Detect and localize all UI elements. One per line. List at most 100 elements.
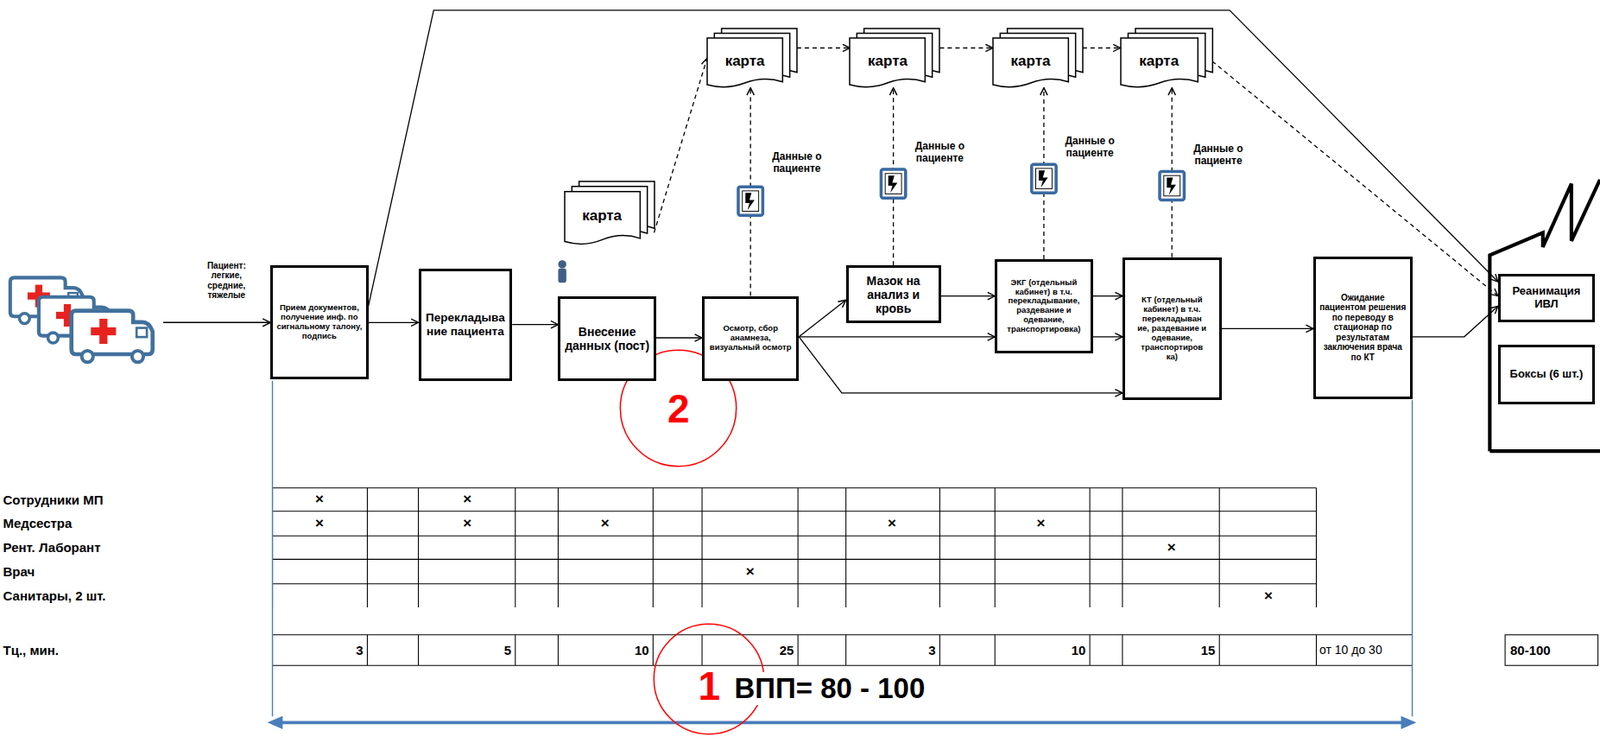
arrow-head <box>1401 715 1417 729</box>
staff-table-grid <box>272 487 1317 608</box>
node-text: ЭКГ (отдельный кабинет) в т.ч. переклады… <box>1000 278 1087 336</box>
node-text: карта <box>581 207 622 225</box>
time-cell <box>1505 634 1599 665</box>
process-arrow <box>798 299 846 337</box>
node-text: Ожидание пациентом решения по переводу в… <box>1319 292 1407 363</box>
row-label: Сотрудники МП <box>3 492 104 507</box>
document-stack: карта <box>1120 28 1213 89</box>
electronic-data-icon <box>738 186 763 216</box>
document-stack: карта <box>564 181 655 245</box>
node-text: Боксы (6 шт.) <box>1510 367 1584 381</box>
factory-outline <box>1489 179 1600 451</box>
process-box: КТ (отдельный кабинет) в т.ч. перекладыв… <box>1122 257 1222 400</box>
document-page <box>849 37 925 88</box>
time-row-grid <box>272 634 1413 665</box>
node-text: карта <box>725 52 766 70</box>
data-flow-arrow <box>796 47 850 49</box>
operator-body <box>557 268 566 284</box>
ambulance-icon <box>71 310 153 363</box>
operator-head <box>557 259 566 268</box>
node-text: карта <box>867 52 908 70</box>
edge-label: Данные о пациенте <box>903 140 976 165</box>
row-label: Санитары, 2 шт. <box>3 588 107 603</box>
document-stack: карта <box>707 28 797 89</box>
edge-label: Данные о пациенте <box>760 151 834 176</box>
node-text: карта <box>1138 52 1179 70</box>
callout-number: 1 <box>698 665 721 706</box>
document-page <box>564 191 640 245</box>
data-flow-arrow <box>1082 47 1121 49</box>
document-page <box>1120 37 1198 88</box>
operator-icon <box>557 259 566 283</box>
data-flow-arrow <box>939 47 993 49</box>
check-mark: × <box>462 514 472 532</box>
node-text: Реанимация ИВЛ <box>1504 284 1589 311</box>
bracket-line <box>271 380 273 717</box>
row-label: Тц., мин. <box>3 642 59 658</box>
edge-label: Данные о пациенте <box>1053 135 1126 160</box>
patient-inflow-arrow <box>163 322 271 324</box>
process-arrow <box>512 323 558 325</box>
process-arrow <box>1093 335 1123 337</box>
process-box: Прием документов, получение инф. по сигн… <box>270 265 368 380</box>
process-arrow <box>1412 305 1499 336</box>
factory-floor <box>1489 449 1600 453</box>
process-box: Мазок на анализ и кровь <box>846 265 942 323</box>
lead-time: ВПП= 80 - 100 <box>733 671 928 705</box>
process-box: Осмотр, сбор анамнеза, визуальный осмотр <box>701 296 799 381</box>
callout-number: 2 <box>667 388 690 429</box>
process-box: Ожидание пациентом решения по переводу в… <box>1313 256 1413 399</box>
electronic-data-icon <box>1159 170 1184 200</box>
time-value: 3 <box>928 642 936 658</box>
time-value: 10 <box>634 642 650 658</box>
node-text: Прием документов, получение инф. по сигн… <box>276 303 362 342</box>
ambulance-icons <box>10 277 153 362</box>
node-text: КТ (отдельный кабинет) в т.ч. перекладыв… <box>1137 295 1208 361</box>
electronic-data-icon <box>1031 164 1057 193</box>
process-box: ЭКГ (отдельный кабинет) в т.ч. переклады… <box>994 259 1093 354</box>
time-value: от 10 до 30 <box>1319 642 1383 657</box>
check-mark: × <box>1264 587 1273 605</box>
data-flow-arrow <box>653 57 707 233</box>
lead-time-bracket <box>272 380 1413 723</box>
input-label: Пациент: легкие, средние, тяжелые <box>195 260 259 301</box>
destination-box: Боксы (6 шт.) <box>1498 344 1595 405</box>
check-mark: × <box>746 562 755 581</box>
time-value: 10 <box>1071 642 1087 658</box>
document-stack: карта <box>992 28 1083 89</box>
time-value: 5 <box>504 642 512 658</box>
time-value: 25 <box>779 642 795 658</box>
factory-roof <box>1489 179 1600 451</box>
document-page <box>707 37 783 88</box>
electronic-data-icon <box>880 169 905 198</box>
node-text: Осмотр, сбор анамнеза, визуальный осмотр <box>708 323 793 353</box>
callout-ring <box>620 349 737 466</box>
bracket-line <box>1411 399 1413 716</box>
process-arrow <box>368 322 419 323</box>
process-arrow <box>798 335 995 337</box>
process-arrow <box>1221 328 1314 329</box>
check-mark: × <box>887 514 897 532</box>
process-arrow <box>1093 295 1123 297</box>
row-label: Рент. Лаборант <box>3 539 102 555</box>
node-text: Внесение данных (пост) <box>563 324 650 353</box>
node-text: Перекладыва ние пациента <box>422 310 510 338</box>
check-mark: × <box>1036 514 1045 532</box>
check-mark: × <box>462 490 472 508</box>
check-mark: × <box>1167 538 1177 557</box>
check-mark: × <box>315 514 324 532</box>
time-value: 80-100 <box>1510 642 1551 658</box>
process-box: Внесение данных (пост) <box>557 296 656 381</box>
process-arrow <box>941 295 996 297</box>
check-mark: × <box>315 490 324 508</box>
process-arrow <box>656 336 702 338</box>
process-box: Перекладыва ние пациента <box>418 268 513 381</box>
document-page <box>992 37 1069 88</box>
node-text: Мазок на анализ и кровь <box>852 273 936 316</box>
destination-box: Реанимация ИВЛ <box>1498 273 1595 323</box>
double-arrow-line <box>279 720 1404 725</box>
time-value: 15 <box>1201 642 1216 658</box>
arrow-head <box>267 715 284 729</box>
edge-label: Данные о пациенте <box>1182 143 1255 168</box>
row-label: Медсестра <box>3 515 73 531</box>
